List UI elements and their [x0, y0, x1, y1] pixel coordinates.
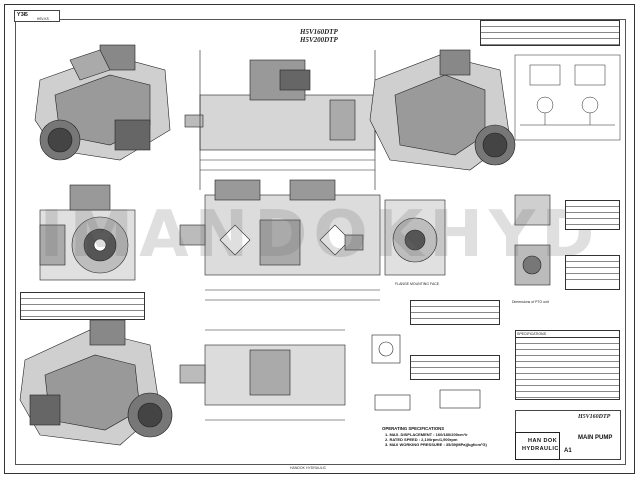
iso-pump-top-right	[369, 49, 516, 171]
header-sub-code: HSV-KS	[37, 17, 49, 21]
flange-table	[410, 300, 500, 325]
pto-dimensions-label: Dimensions of PTO unit	[512, 300, 549, 304]
specifications-title: SPECIFICATIONS	[516, 331, 619, 338]
flange-table-2	[410, 355, 500, 380]
flange-view	[344, 199, 446, 276]
operating-specs-line2: 2. RATED SPEED : 2,100rpm/1,900rpm	[385, 437, 458, 442]
revision-table	[480, 20, 620, 46]
header-box: Ƴ3Ɨ5 HSV-KS	[14, 10, 60, 22]
header-brand: Ƴ3Ɨ5	[17, 12, 28, 18]
iso-pump-top-left	[34, 44, 171, 161]
front-view-mid-left	[39, 184, 136, 281]
spline-table-right-2	[565, 255, 620, 290]
operating-specs-line3: 3. MAX WORKING PRESSURE : 35/39(MPa)(kgf…	[385, 442, 487, 447]
flange-mounting-face-label: FLANGE MOUNTING FACE	[395, 282, 440, 286]
specifications-table: SPECIFICATIONS	[515, 330, 620, 400]
drawing-frame	[15, 19, 626, 465]
drawing-sheet	[4, 4, 635, 474]
company-name-line2: HYDRAULIC	[522, 446, 559, 452]
pto-unit-drawing	[514, 194, 551, 286]
operating-specs-line1: 1. MAX. DISPLACEMENT : 160/180/200cm³/r	[385, 432, 468, 437]
operating-specs-title: OPERATING SPECIFICATIONS	[382, 426, 445, 431]
company-logo-icon: HAN DOK HYDRAULIC	[515, 432, 560, 460]
title-block-model: H5V160DTP	[578, 414, 611, 420]
title-block-scale: A1	[564, 448, 572, 454]
model-title-line2: H5V200DTP	[300, 36, 338, 44]
side-view-bottom-center	[179, 329, 346, 421]
model-title-line1: H5V160DTP	[300, 28, 338, 36]
spline-table-right-1	[565, 200, 620, 230]
footer-text: HANDOK HYDRAULIC	[290, 466, 327, 470]
company-name-line1: HAN DOK	[528, 438, 558, 444]
flange-small-views	[371, 334, 481, 411]
spline-table-left	[20, 292, 145, 320]
schematic-diagram	[514, 54, 621, 141]
side-view-top-center	[184, 50, 376, 190]
title-block-product: MAIN PUMP	[578, 435, 613, 441]
iso-pump-bottom-left	[19, 319, 173, 446]
